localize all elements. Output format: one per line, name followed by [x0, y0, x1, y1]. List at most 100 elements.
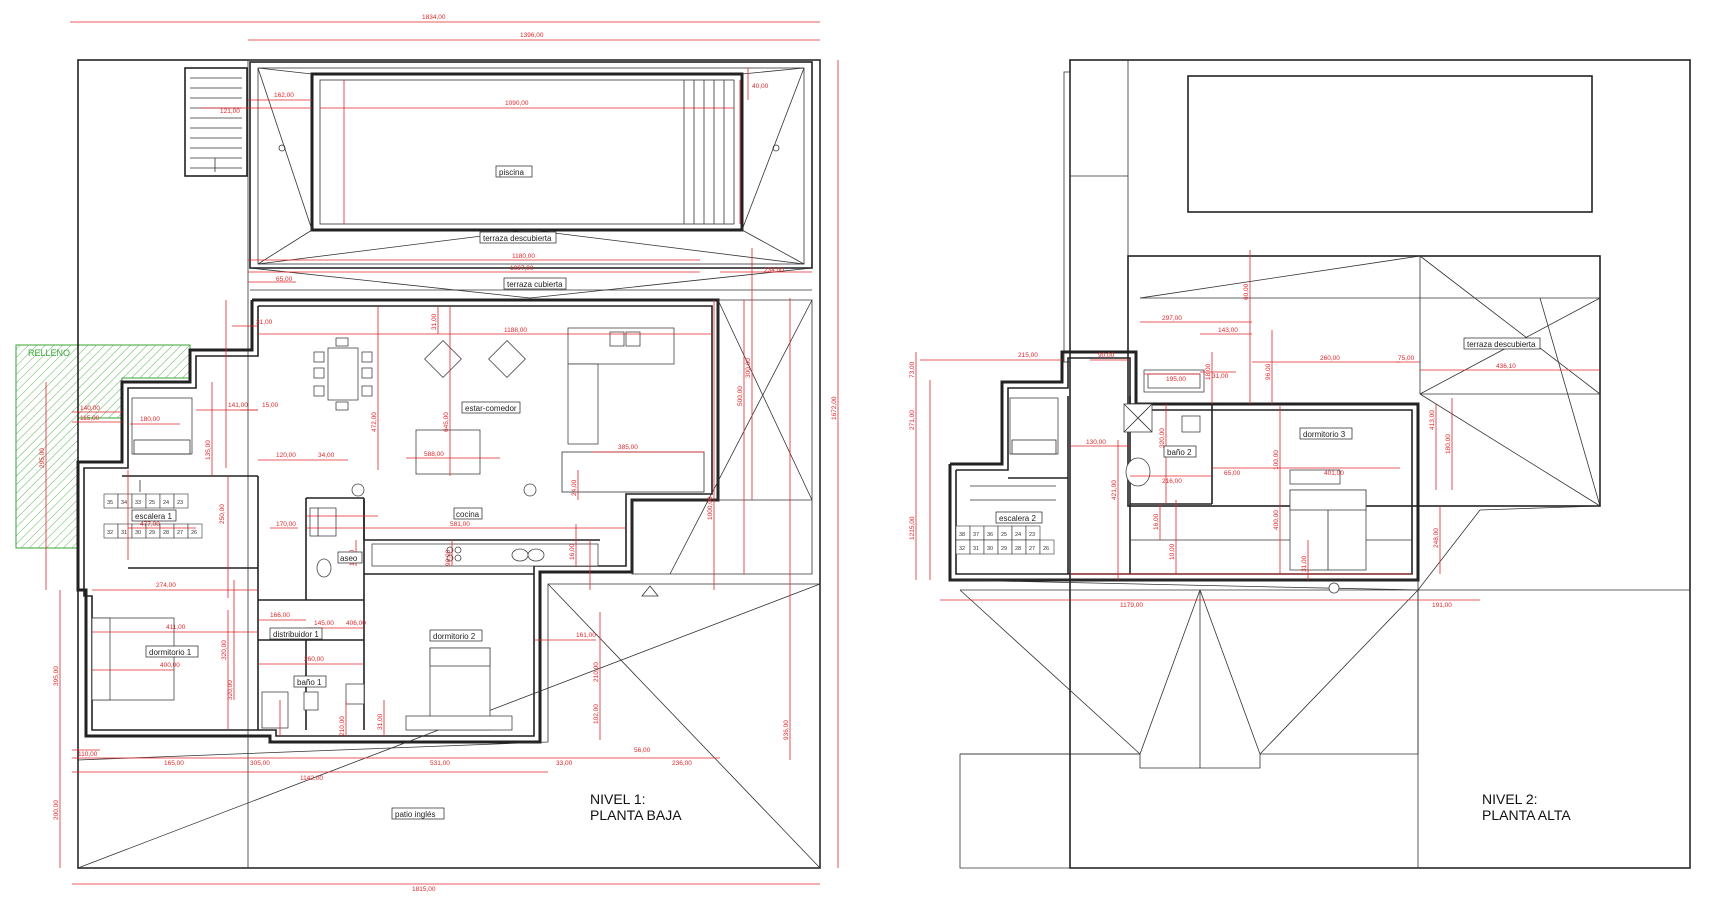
dim-label: 60,00 — [1243, 283, 1250, 300]
dim-label: 1396,00 — [520, 32, 544, 39]
dim-label: 500,00 — [737, 386, 744, 406]
pool-steps — [683, 80, 725, 224]
dim-label: 248,00 — [1433, 528, 1440, 548]
dim-label: 75,00 — [1398, 355, 1415, 362]
level1-room-tags: piscina terraza descubierta terraza cubi… — [131, 165, 567, 820]
dim-label: 1097,00 — [510, 265, 534, 272]
stair1-step-label: 27 — [177, 530, 183, 536]
kitchen-counter — [371, 543, 599, 567]
dim-label: 401,00 — [1324, 470, 1344, 477]
dim-label: 65,00 — [1224, 470, 1241, 477]
stair1-step-label: 23 — [177, 500, 183, 506]
dim-label: 120,00 — [276, 452, 296, 459]
dim-label: 260,00 — [304, 656, 324, 663]
stair2-step-label: 36 — [987, 532, 993, 538]
level2-lower-roof — [949, 579, 1691, 869]
dim-label: 31,00 — [377, 713, 384, 730]
level2-title-line2: PLANTA ALTA — [1482, 807, 1571, 823]
level2-plan: 38 37 36 25 24 23 32 31 30 29 28 27 26 — [909, 59, 1691, 869]
level1-dim-labels: 1834,00 1396,00 1090,00 121,00 162,00 40… — [39, 14, 838, 893]
dim-label: 216,00 — [1162, 478, 1182, 485]
dim-label: 16,00 — [569, 543, 576, 560]
stair2-step-label: 31 — [973, 546, 979, 552]
dim-label: 295,00 — [39, 448, 46, 468]
stair1-step-label: 24 — [163, 500, 169, 506]
dim-label: 135,00 — [205, 440, 212, 460]
room-label-distribuidor: distribuidor 1 — [273, 630, 319, 639]
dim-label: 421,00 — [1111, 480, 1118, 500]
dim-label: 10,00 — [1169, 543, 1176, 560]
dim-label: 1142,00 — [300, 775, 323, 782]
dim-label: 936,00 — [783, 720, 790, 740]
stair1-step-label: 32 — [107, 530, 113, 536]
dim-label: 320,00 — [227, 680, 234, 700]
dim-label: 31,00 — [1212, 373, 1229, 380]
room-label-escalera: escalera 1 — [135, 512, 172, 521]
stair2-step-label: 27 — [1029, 546, 1035, 552]
stair2-step-label: 37 — [973, 532, 979, 538]
stair-1: 35 34 33 25 24 23 32 31 30 29 28 27 26 — [103, 480, 203, 539]
level2-site-outline — [1069, 59, 1691, 869]
dim-label: 15,00 — [262, 402, 279, 409]
dim-label: 141,00 — [228, 402, 248, 409]
north-arrow-icon — [641, 585, 659, 597]
stair1-step-label: 35 — [107, 500, 113, 506]
dim-label: 180,00 — [140, 416, 160, 423]
dim-label: 31,00 — [431, 313, 438, 330]
room-label-terraza-cubierta: terraza cubierta — [507, 280, 563, 289]
dim-label: 145,00 — [314, 620, 334, 627]
room-label-piscina: piscina — [499, 168, 524, 177]
exterior-stair-treads — [190, 77, 242, 172]
level1-title-line2: PLANTA BAJA — [590, 807, 682, 823]
dim-label: 436,10 — [1496, 363, 1516, 370]
armchair-1 — [424, 340, 462, 378]
room-label-bano2: baño 2 — [1167, 448, 1192, 457]
dim-label: 96,00 — [1265, 363, 1272, 380]
dim-label: 130,00 — [1086, 439, 1106, 446]
dim-label: 1179,00 — [1120, 602, 1143, 609]
dim-label: 300,00 — [745, 358, 752, 378]
dim-label: 166,00 — [270, 612, 290, 619]
dim-label: 320,00 — [1159, 428, 1166, 448]
dim-label: 297,00 — [1162, 315, 1182, 322]
dim-label: 1000,00 — [707, 496, 714, 520]
stair1-step-label: 29 — [149, 530, 155, 536]
dim-label: 115,00 — [80, 415, 100, 422]
dim-label: 65,00 — [276, 276, 293, 283]
dim-label: 180,00 — [1445, 434, 1452, 454]
dim-label: 400,00 — [1273, 510, 1280, 530]
dim-label: 18,00 — [1205, 363, 1212, 380]
dim-label: 645,00 — [443, 412, 450, 432]
dim-label: 271,00 — [909, 410, 916, 430]
dim-label: 170,00 — [276, 521, 296, 528]
level2-pool-outline — [1187, 75, 1593, 213]
stair1-step-label: 30 — [135, 530, 141, 536]
stair2-step-label: 26 — [1043, 546, 1049, 552]
room-label-dormitorio1: dormitorio 1 — [149, 648, 192, 657]
dim-label: 1090,00 — [505, 100, 529, 107]
level1-plan: RELLENO — [15, 14, 839, 893]
stair2-step-label: 29 — [1001, 546, 1007, 552]
dim-label: 100,00 — [1273, 450, 1280, 470]
dim-label: 16,00 — [1153, 513, 1160, 530]
dim-label: 260,00 — [1320, 355, 1340, 362]
dim-label: 110,00 — [78, 751, 98, 758]
dim-label: 1188,00 — [504, 327, 527, 334]
room-label-cocina: cocina — [456, 510, 480, 519]
dim-label: 195,00 — [1166, 376, 1186, 383]
level2-title-line1: NIVEL 2: — [1482, 791, 1538, 807]
stair2-step-label: 24 — [1015, 532, 1021, 538]
pool-deck-inner — [257, 67, 805, 265]
stair2-step-label: 23 — [1029, 532, 1035, 538]
exterior-stair — [184, 67, 248, 177]
stair1-step-label: 26 — [191, 530, 197, 536]
dim-label: 162,00 — [274, 92, 294, 99]
pool — [310, 72, 744, 232]
dim-label: 1215,00 — [909, 516, 916, 540]
dim-label: 210,00 — [593, 662, 600, 682]
level1-title-line1: NIVEL 1: — [590, 791, 646, 807]
stair1-step-label: 34 — [121, 500, 127, 506]
dim-label: 143,00 — [1218, 327, 1238, 334]
dim-label: 250,00 — [219, 504, 226, 524]
dim-label: 236,00 — [672, 760, 692, 767]
